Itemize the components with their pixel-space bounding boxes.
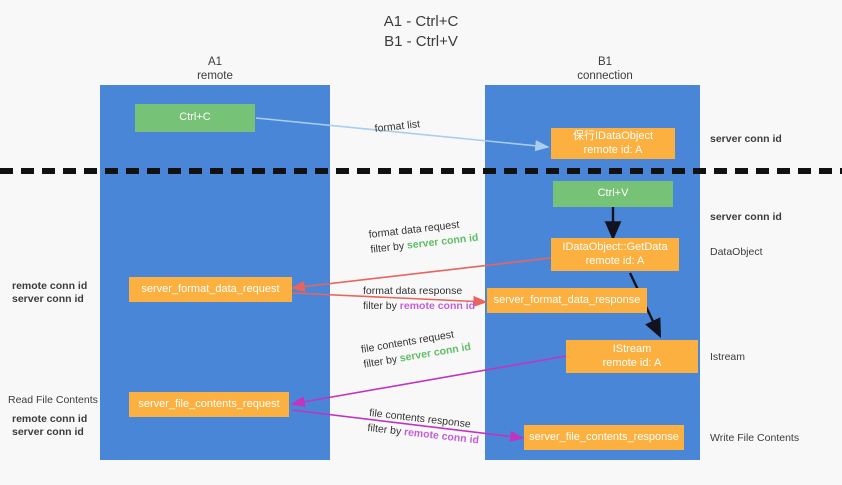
node-istream[interactable]: IStream remote id: A <box>566 340 698 373</box>
lane-a1-name: A1 <box>207 56 223 68</box>
node-ctrl-c-label: Ctrl+C <box>179 111 211 124</box>
annotation-server-conn-id-2: server conn id <box>12 426 84 438</box>
node-server-file-contents-response-label: server_file_contents_response <box>529 430 679 443</box>
node-idataobject-line2: remote id: A <box>583 143 643 156</box>
node-server-format-data-response[interactable]: server_format_data_response <box>487 288 647 313</box>
annotation-write-file-contents: Write File Contents <box>710 432 800 444</box>
node-istream-line1: IStream <box>612 343 652 355</box>
filter-prefix: filter by <box>363 300 400 312</box>
annotation-server-conn-id-top: server conn id <box>710 133 782 145</box>
node-server-format-data-request[interactable]: server_format_data_request <box>129 277 292 302</box>
annotation-data-object: DataObject <box>710 246 763 258</box>
title-line-1: A1 - Ctrl+C <box>383 13 459 30</box>
node-getdata-line1: IDataObject::GetData <box>562 241 668 253</box>
annotation-remote-conn-id-2: remote conn id <box>12 413 88 425</box>
edge-label-format-data-response: format data response filter by remote co… <box>363 284 475 314</box>
annotation-istream: Istream <box>710 351 746 363</box>
node-getdata-line2: remote id: A <box>585 254 645 267</box>
node-ctrl-v[interactable]: Ctrl+V <box>553 181 673 207</box>
lane-a1-sub: remote <box>197 69 233 82</box>
annotation-server-conn-id-mid: server conn id <box>710 211 782 223</box>
page-title: A1 - Ctrl+C B1 - Ctrl+V <box>0 12 842 52</box>
lane-b1-name: B1 <box>597 56 613 68</box>
edge-label-file-contents-response: file contents response filter by remote … <box>367 406 482 448</box>
edge-format-data-response-filter: filter by remote conn id <box>363 299 475 314</box>
node-idataobject-getdata[interactable]: IDataObject::GetData remote id: A <box>551 238 679 271</box>
annotation-read-file-contents: Read File Contents <box>8 394 98 406</box>
edge-label-format-list: format list <box>374 117 421 137</box>
filter-prefix: filter by <box>366 421 405 438</box>
edge-label-format-list-text: format list <box>374 118 421 135</box>
node-server-file-contents-request[interactable]: server_file_contents_request <box>129 392 289 417</box>
node-server-format-data-request-label: server_format_data_request <box>141 282 280 295</box>
lane-header-b1: B1 connection <box>520 56 690 83</box>
title-line-2: B1 - Ctrl+V <box>384 33 458 50</box>
node-ctrl-c[interactable]: Ctrl+C <box>135 104 255 132</box>
edge-label-format-data-request: format data request filter by server con… <box>368 216 479 258</box>
annotation-server-conn-id-1: server conn id <box>12 293 84 305</box>
filter-value-remote-conn-id: remote conn id <box>399 300 476 312</box>
node-idataobject[interactable]: 保行IDataObject remote id: A <box>551 128 675 159</box>
lane-header-a1: A1 remote <box>130 56 300 83</box>
phase-divider <box>0 168 842 174</box>
node-istream-line2: remote id: A <box>602 356 662 369</box>
edge-format-data-response-title: format data response <box>363 285 463 297</box>
filter-prefix: filter by <box>369 239 408 256</box>
node-server-file-contents-request-label: server_file_contents_request <box>138 397 280 410</box>
node-server-file-contents-response[interactable]: server_file_contents_response <box>524 425 684 450</box>
node-idataobject-line1: 保行IDataObject <box>572 130 654 142</box>
annotation-remote-conn-id-1: remote conn id <box>12 280 88 292</box>
node-server-format-data-response-label: server_format_data_response <box>493 293 641 306</box>
node-ctrl-v-label: Ctrl+V <box>597 187 629 200</box>
edge-label-file-contents-request: file contents request filter by server c… <box>360 325 472 373</box>
lane-b1-sub: connection <box>577 69 633 82</box>
